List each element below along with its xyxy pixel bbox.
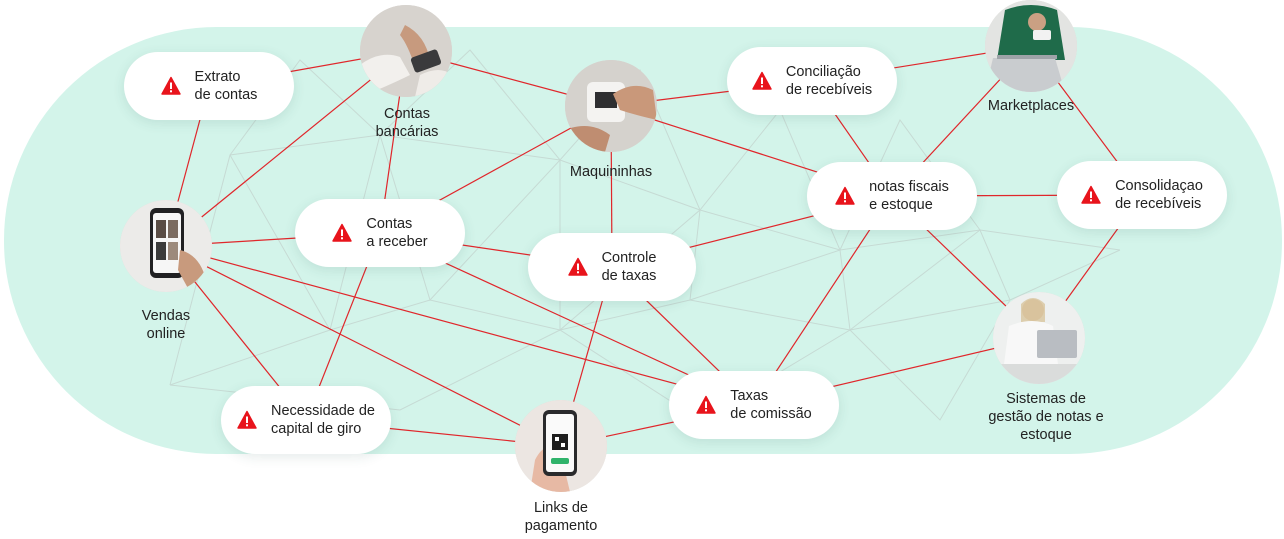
link-bancarias-vendas bbox=[165, 50, 407, 247]
issue-label: Consolidaçao de recebíveis bbox=[1115, 178, 1203, 212]
card-machine-photo bbox=[565, 60, 657, 152]
issue-label: Necessidade de capital de giro bbox=[271, 403, 375, 437]
issue-label: notas fiscais e estoque bbox=[869, 179, 949, 213]
channel-caption-contas-bancarias: Contas bancárias bbox=[375, 106, 439, 140]
link-vendas-links bbox=[165, 245, 562, 447]
warning-icon bbox=[1081, 185, 1101, 204]
issue-necessidade-de-capital-de-giro: Necessidade de capital de giro bbox=[221, 386, 391, 454]
link-notas-comissao bbox=[753, 195, 893, 406]
channel-caption-links-de-pagamento: Links de pagamento bbox=[524, 500, 598, 534]
issue-label: Extrato de contas bbox=[194, 69, 258, 103]
issue-controle-de-taxas: Controle de taxas bbox=[528, 233, 696, 301]
laptop-card-photo bbox=[985, 0, 1077, 92]
channel-caption-sistemas-de-gestao: Sistemas de gestão de notas e estoque bbox=[988, 391, 1104, 443]
issue-label: Taxas de comissão bbox=[730, 388, 812, 422]
phone-shop-photo bbox=[120, 200, 212, 292]
channel-caption-maquininhas: Maquininhas bbox=[569, 164, 653, 180]
warning-icon bbox=[567, 257, 588, 276]
issue-notas-fiscais-e-estoque: notas fiscais e estoque bbox=[807, 162, 977, 230]
qr-phone-photo bbox=[515, 400, 607, 492]
issue-extrato-de-contas: Extrato de contas bbox=[124, 52, 294, 120]
warning-icon bbox=[752, 71, 772, 90]
issue-taxas-de-comissao: Taxas de comissão bbox=[669, 371, 839, 439]
warning-icon bbox=[160, 76, 181, 95]
warning-icon bbox=[835, 186, 855, 205]
warning-icon bbox=[237, 410, 257, 429]
issue-label: Conciliação de recebíveis bbox=[785, 64, 873, 98]
channel-caption-vendas-online: Vendas online bbox=[141, 308, 191, 342]
hands-phone-photo bbox=[360, 5, 452, 97]
woman-laptop-photo bbox=[993, 292, 1085, 384]
issue-label: Controle de taxas bbox=[601, 250, 657, 284]
issue-conciliacao-de-recebiveis: Conciliação de recebíveis bbox=[727, 47, 897, 115]
issue-label: Contas a receber bbox=[366, 216, 428, 250]
issue-contas-a-receber: Contas a receber bbox=[295, 199, 465, 267]
warning-icon bbox=[332, 223, 353, 242]
issue-consolidacao-de-recebiveis: Consolidaçao de recebíveis bbox=[1057, 161, 1227, 229]
channel-caption-marketplaces: Marketplaces bbox=[987, 98, 1075, 114]
link-vendas-comissao bbox=[165, 245, 755, 406]
warning-icon bbox=[696, 395, 716, 414]
